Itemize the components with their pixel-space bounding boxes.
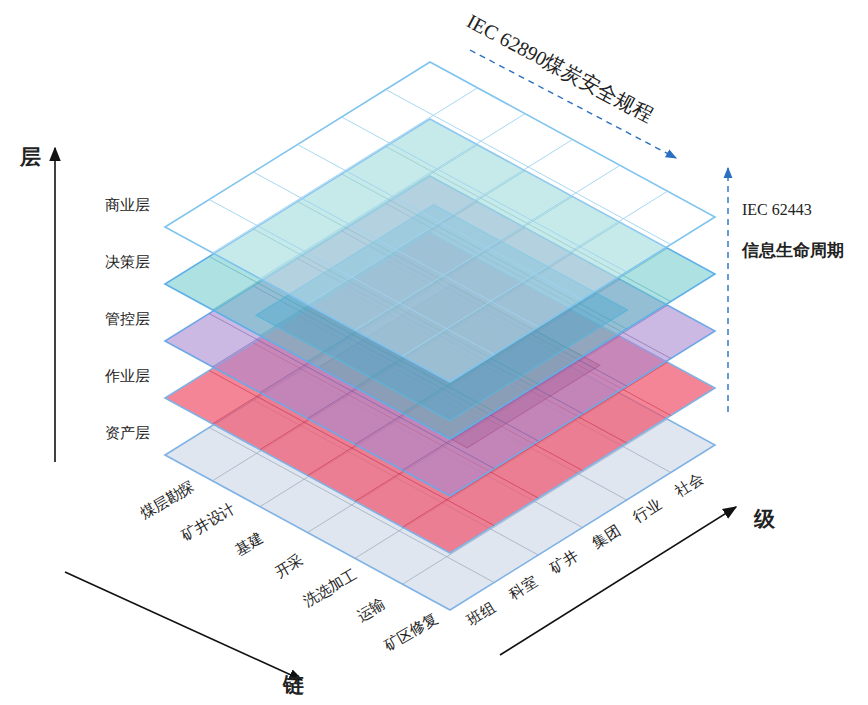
chain-item: 基建 bbox=[231, 529, 266, 560]
layer-name: 管控层 bbox=[105, 310, 150, 328]
lifecycle-arrow bbox=[727, 168, 728, 412]
plane-grid-line bbox=[298, 145, 583, 300]
standard-label: IEC 62443 bbox=[742, 200, 812, 219]
level-item: 集团 bbox=[588, 521, 623, 552]
level-axis bbox=[500, 507, 736, 655]
layer-name: 商业层 bbox=[105, 196, 150, 214]
layer-name: 资产层 bbox=[105, 424, 150, 442]
layer-name: 作业层 bbox=[105, 367, 150, 385]
chain-item: 运输 bbox=[353, 595, 388, 626]
layer-name: 决策层 bbox=[105, 253, 150, 271]
stacked-planes bbox=[165, 62, 715, 610]
axis-title: 链 bbox=[283, 673, 304, 698]
axis-title: 级 bbox=[754, 507, 775, 532]
chain-item: 开采 bbox=[272, 551, 307, 582]
chain-item: 矿井设计 bbox=[177, 499, 238, 545]
chain-item: 洗选加工 bbox=[299, 565, 360, 611]
plane-grid-line bbox=[355, 165, 620, 330]
plane-grid-line bbox=[403, 191, 668, 356]
plane-grid-line bbox=[342, 117, 627, 272]
level-item: 科室 bbox=[505, 573, 540, 604]
level-item: 矿井 bbox=[547, 547, 582, 578]
layer-axis bbox=[54, 148, 56, 462]
chain-axis bbox=[65, 572, 302, 680]
axis-title: 层 bbox=[20, 145, 41, 170]
lifecycle-label: 信息生命周期 bbox=[742, 240, 844, 260]
chain-item: 矿区修复 bbox=[381, 610, 442, 656]
level-item: 班组 bbox=[464, 598, 499, 629]
level-item: 行业 bbox=[630, 495, 665, 526]
level-item: 社会 bbox=[671, 469, 706, 500]
chain-item: 煤层勘探 bbox=[137, 477, 198, 523]
